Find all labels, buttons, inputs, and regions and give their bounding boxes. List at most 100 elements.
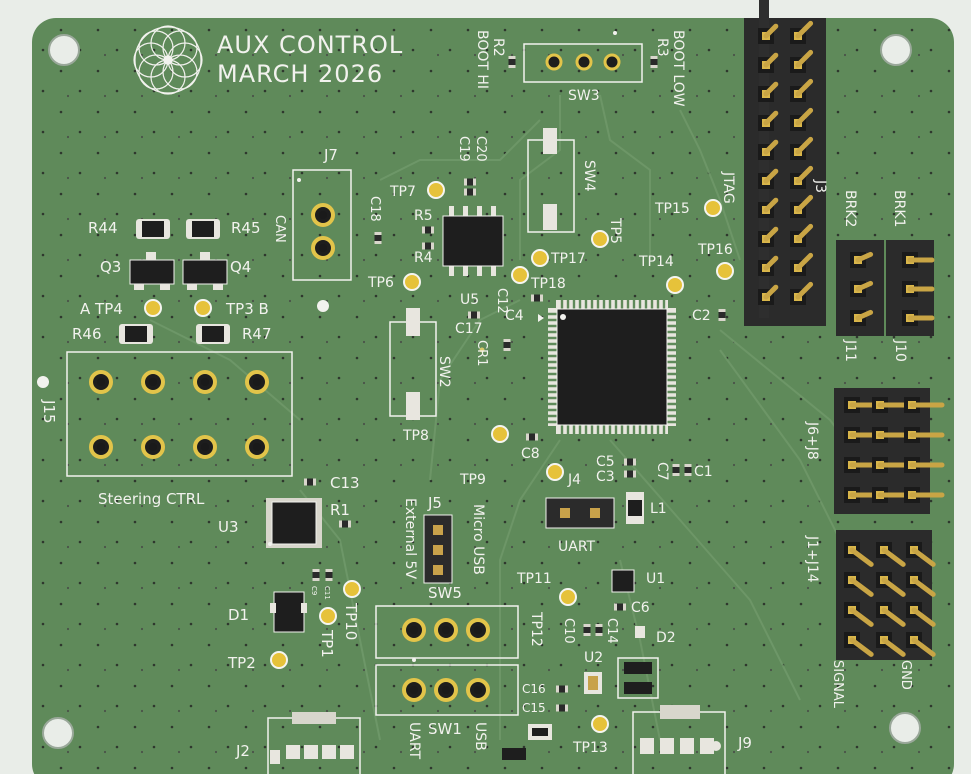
label-tp10: TP10 (342, 602, 360, 640)
label-d2: D2 (656, 630, 676, 646)
label-tp14: TP14 (638, 254, 674, 270)
sw1-switch[interactable] (375, 664, 519, 716)
header-pin (902, 252, 935, 268)
header-pin (850, 280, 874, 297)
label-c5: C5 (596, 454, 615, 470)
r47-resistor (196, 324, 230, 344)
label-tp9: TP9 (459, 472, 486, 488)
switch-3pin-upper[interactable] (375, 605, 519, 659)
header-pin (758, 197, 779, 218)
u3-ic (266, 498, 322, 548)
label-c4: C4 (505, 308, 524, 324)
board-date: MARCH 2026 (217, 60, 383, 88)
label-tp8: TP8 (402, 428, 429, 444)
header-pin (904, 457, 945, 473)
u1-regulator (611, 569, 635, 593)
j15-steering-connector[interactable] (66, 351, 293, 477)
label-brk1: BRK1 (891, 190, 907, 227)
label-c6: C6 (631, 600, 650, 616)
j5-jumper[interactable] (423, 514, 453, 584)
flower-logo-icon (133, 25, 203, 95)
label-c17: C17 (455, 321, 483, 337)
j3-jtag-header[interactable] (744, 0, 826, 326)
label-r5: R5 (414, 208, 433, 224)
header-pin (758, 255, 779, 276)
j2-usb-connector[interactable] (267, 712, 361, 774)
label-c13: C13 (330, 474, 360, 492)
label-brk2: BRK2 (842, 190, 858, 227)
label-q3: Q3 (100, 258, 121, 276)
header-pin (906, 632, 936, 657)
d1-diode (270, 591, 307, 633)
label-l1: L1 (650, 501, 667, 517)
label-tp7: TP7 (389, 184, 416, 200)
r45-resistor (186, 219, 220, 239)
label-usb-sw1: USB (472, 722, 488, 751)
label-j5: J5 (427, 494, 442, 512)
header-pin (844, 542, 874, 567)
header-pin (904, 427, 945, 443)
label-boot-hi: BOOT HI (474, 30, 490, 89)
j9-usb-connector[interactable] (632, 705, 726, 774)
q3-transistor (129, 252, 175, 290)
label-c3: C3 (596, 469, 615, 485)
j4-uart-header[interactable] (545, 497, 615, 529)
label-j15: J15 (40, 399, 58, 424)
header-pin (850, 251, 874, 268)
label-tp5: TP5 (607, 217, 623, 244)
header-pin (758, 168, 779, 189)
label-uart-j4: UART (558, 539, 596, 555)
label-c9: C9 (310, 586, 318, 595)
header-pin (758, 139, 779, 160)
label-tp1: TP1 (318, 629, 336, 658)
label-signal: SIGNAL (830, 660, 845, 709)
header-pin (758, 284, 779, 305)
label-d1: D1 (228, 606, 249, 624)
header-pin (758, 110, 779, 131)
label-tp18: TP18 (530, 276, 566, 292)
label-j3: J3 (812, 179, 828, 193)
label-r45: R45 (231, 219, 261, 237)
header-pin (790, 165, 814, 189)
header-pin (850, 309, 874, 326)
label-c16: C16 (522, 682, 546, 696)
header-pin (876, 572, 906, 597)
label-c1: C1 (694, 464, 713, 480)
header-pin (844, 602, 874, 627)
label-tp16: TP16 (697, 242, 733, 258)
header-pin (790, 194, 814, 218)
header-pin (844, 632, 874, 657)
header-pin (902, 310, 935, 326)
header-pin (906, 572, 936, 597)
label-tp17: TP17 (550, 251, 586, 267)
label-r4: R4 (414, 250, 433, 266)
header-pin (758, 52, 779, 73)
header-pin (902, 281, 935, 297)
header-pin (904, 487, 945, 503)
label-c11: C11 (323, 586, 331, 600)
label-c12: C12 (494, 288, 509, 314)
label-u2: U2 (584, 650, 603, 666)
l1-inductor (626, 492, 644, 524)
header-pin (876, 542, 906, 567)
u5-ic (442, 206, 504, 276)
label-c7: C7 (654, 462, 670, 481)
label-j11: J11 (842, 339, 858, 362)
label-u3: U3 (218, 518, 239, 536)
header-pin (758, 226, 779, 247)
sw3-switch[interactable] (523, 43, 643, 83)
label-sw3: SW3 (568, 88, 600, 104)
mcu-qfp64 (538, 298, 678, 436)
header-pin (790, 49, 814, 73)
j7-can-connector[interactable] (292, 169, 352, 281)
header-pin (790, 252, 814, 276)
label-j9: J9 (737, 734, 752, 752)
label-j1-j14: J1+J14 (804, 535, 820, 583)
reset-button-smd[interactable] (617, 657, 659, 699)
label-can: CAN (272, 215, 287, 243)
label-r1: R1 (330, 501, 350, 519)
label-c10: C10 (561, 618, 576, 644)
label-ext5v: External 5V (402, 498, 418, 579)
label-q4: Q4 (230, 258, 251, 276)
